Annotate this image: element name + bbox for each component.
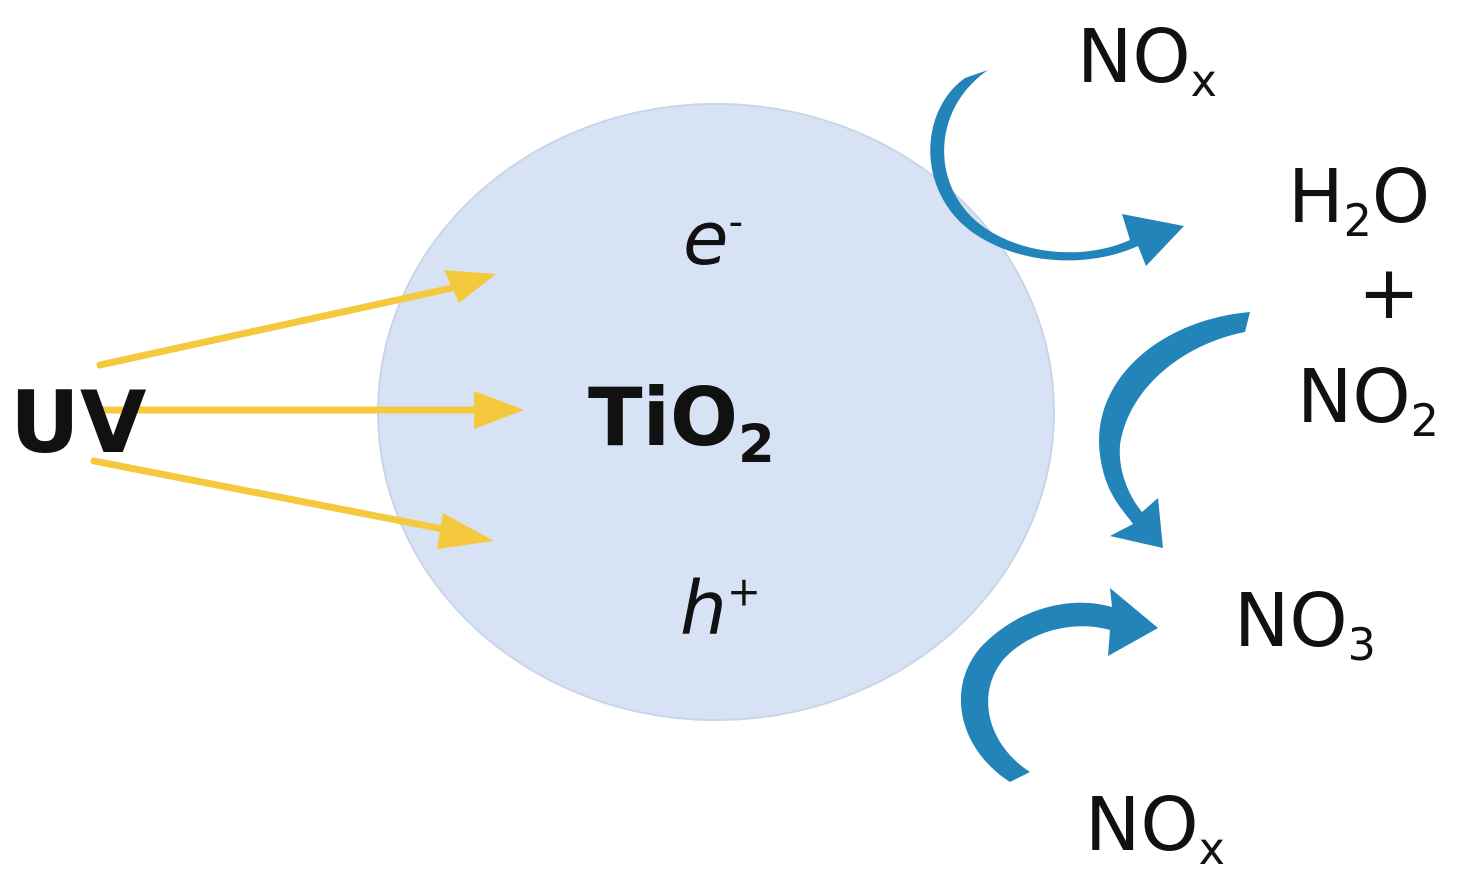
yellow-arrow-icon [474, 391, 524, 429]
curved-arrow-icon [930, 70, 1184, 266]
electron-label: e- [683, 201, 743, 276]
uv-arrow-lower [90, 457, 494, 549]
tio2-label: TiO2 [588, 378, 775, 471]
hole-label: h+ [680, 571, 761, 646]
yellow-arrow-icon [444, 270, 496, 303]
plus-label: + [1358, 250, 1421, 336]
electron-symbol: e [683, 196, 729, 282]
uv-arrows [88, 270, 524, 549]
curved-arrow-icon [1099, 312, 1250, 548]
no3-subscript: 3 [1347, 620, 1376, 672]
electron-charge: - [728, 197, 744, 246]
nox-top-label: NOx [1077, 20, 1217, 104]
h2o-o: O [1371, 154, 1431, 240]
hole-symbol: h [680, 566, 727, 652]
curved-arrow-icon [960, 588, 1158, 782]
hole-charge: + [726, 567, 761, 616]
h2o-label: H2O [1288, 160, 1430, 244]
no2-label: NO2 [1297, 360, 1439, 444]
yellow-arrow-icon [437, 513, 494, 549]
uv-arrow-upper [96, 270, 496, 369]
nox-bottom-label: NOx [1085, 788, 1225, 872]
nox-top-subscript: x [1190, 56, 1217, 108]
h2o-h: H [1288, 154, 1344, 240]
no2-subscript: 2 [1410, 396, 1439, 448]
h2o-subscript: 2 [1343, 196, 1372, 248]
nox-bottom-subscript: x [1198, 824, 1225, 876]
no3-label: NO3 [1234, 584, 1376, 668]
nox-bottom-base: NO [1085, 782, 1199, 868]
nox-top-base: NO [1077, 14, 1191, 100]
uv-label: UV [10, 373, 147, 473]
no3-base: NO [1234, 578, 1348, 664]
no2-base: NO [1297, 354, 1411, 440]
tio2-base: TiO [588, 371, 738, 464]
uv-arrow-middle [88, 391, 524, 429]
reaction-arrows [930, 70, 1250, 782]
tio2-subscript: 2 [738, 413, 775, 475]
